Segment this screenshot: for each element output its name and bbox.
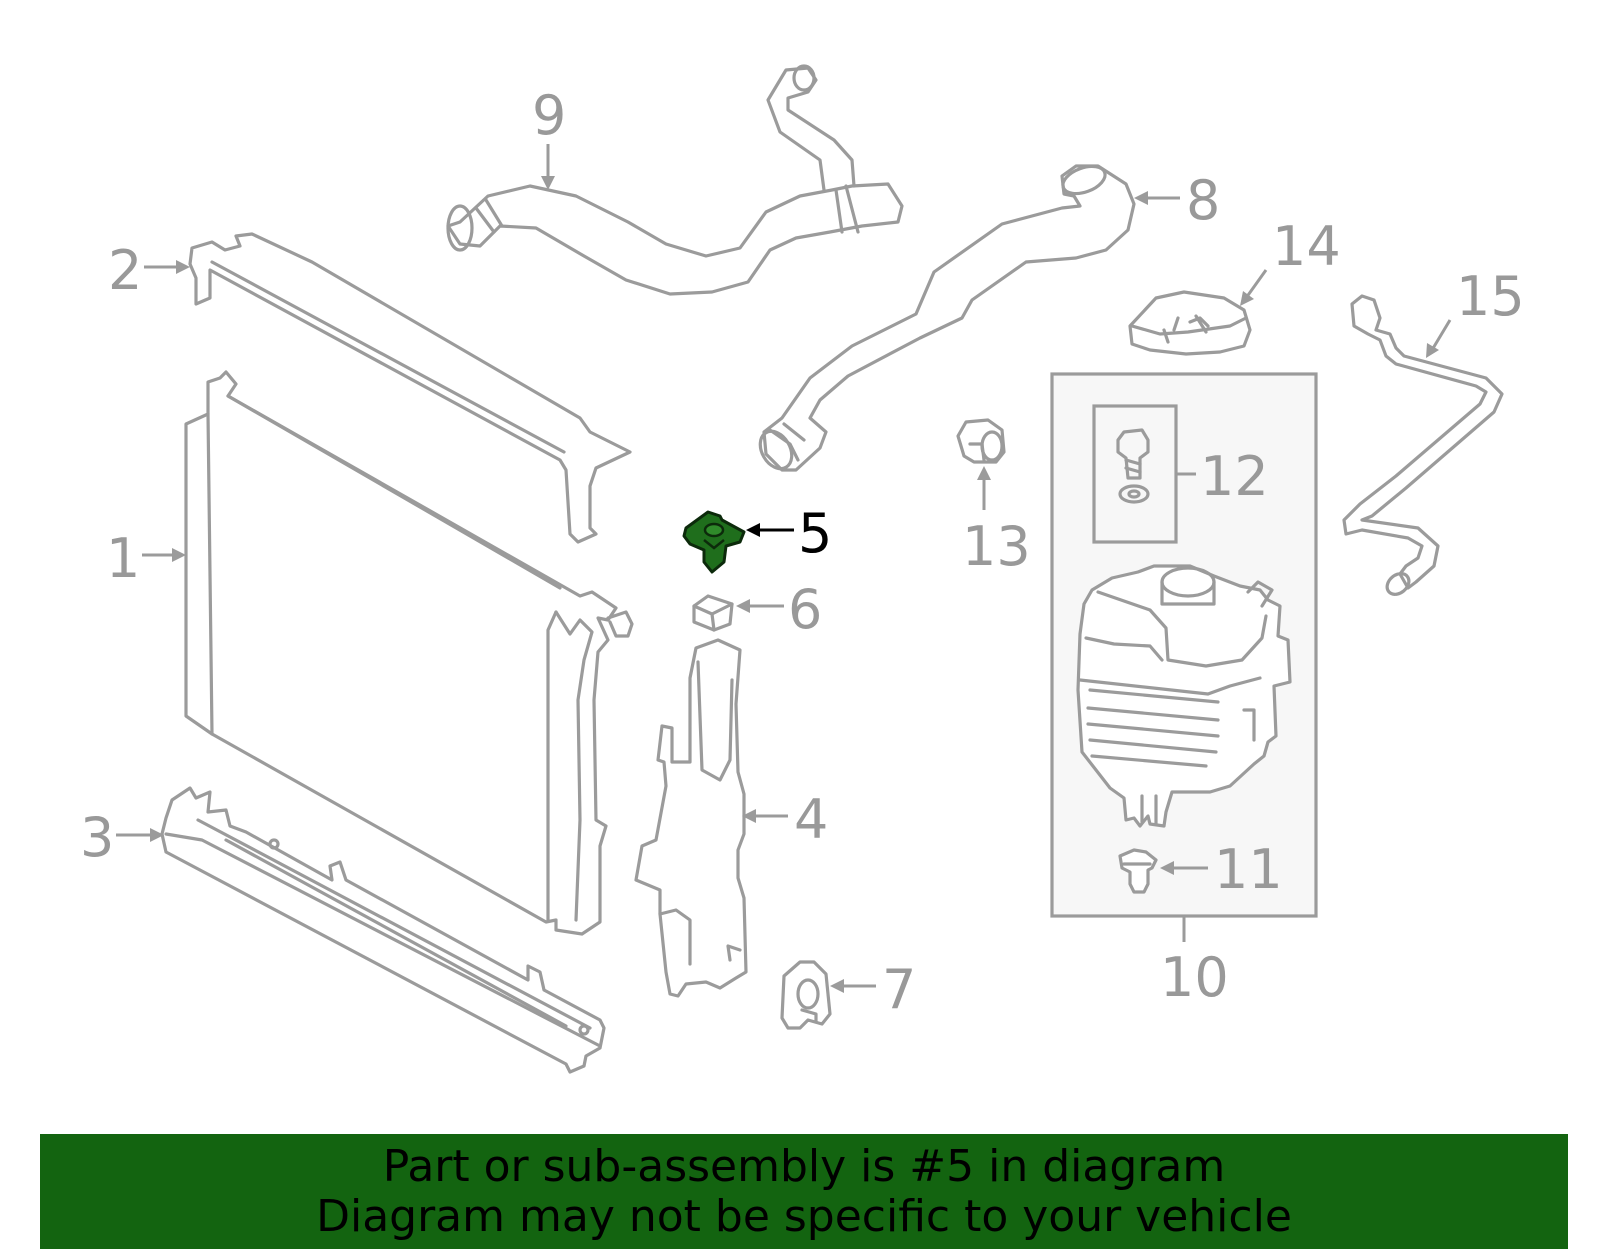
part-12-box — [1092, 404, 1178, 544]
part-4-air-duct — [634, 638, 748, 998]
banner-line-1: Part or sub-assembly is #5 in diagram — [382, 1141, 1226, 1192]
callout-15: 15 — [1456, 265, 1525, 328]
callout-7: 7 — [882, 958, 916, 1021]
banner-line-2: Diagram may not be specific to your vehi… — [316, 1191, 1292, 1242]
callout-3: 3 — [80, 806, 114, 869]
part-14-cap — [1128, 290, 1252, 356]
part-15-wire-sensor — [1342, 294, 1504, 596]
callout-5[interactable]: 5 — [798, 502, 832, 565]
callout-8: 8 — [1186, 169, 1220, 232]
callout-11: 11 — [1214, 838, 1283, 901]
part-13-sensor — [956, 418, 1006, 464]
callout-6: 6 — [788, 578, 822, 641]
part-7-mount — [780, 960, 832, 1030]
part-10-reservoir-group — [1050, 372, 1318, 918]
part-5-fastener-highlighted[interactable] — [682, 510, 746, 574]
part-12-washer — [1118, 484, 1150, 504]
part-12-bolt — [1116, 428, 1150, 480]
callout-4: 4 — [794, 788, 828, 851]
part-6-clip — [692, 594, 734, 632]
part-2-upper-bracket — [188, 232, 632, 544]
part-1-radiator — [184, 370, 634, 936]
callout-1: 1 — [106, 527, 140, 590]
part-3-lower-bracket — [160, 786, 606, 1074]
info-banner: Part or sub-assembly is #5 in diagram Di… — [40, 1134, 1568, 1249]
callout-10: 10 — [1160, 946, 1229, 1009]
callout-12: 12 — [1200, 445, 1269, 508]
callout-9: 9 — [532, 84, 566, 147]
callout-2: 2 — [108, 239, 142, 302]
part-8-lower-hose — [758, 164, 1136, 472]
part-11-plug — [1118, 848, 1158, 894]
callout-13: 13 — [962, 515, 1031, 578]
callout-14: 14 — [1272, 215, 1341, 278]
part-9-upper-hose — [446, 64, 904, 296]
callout-labels: 1 2 3 4 5 6 7 8 9 10 11 12 13 14 15 — [80, 84, 1525, 1021]
leader-lines — [116, 144, 1452, 993]
